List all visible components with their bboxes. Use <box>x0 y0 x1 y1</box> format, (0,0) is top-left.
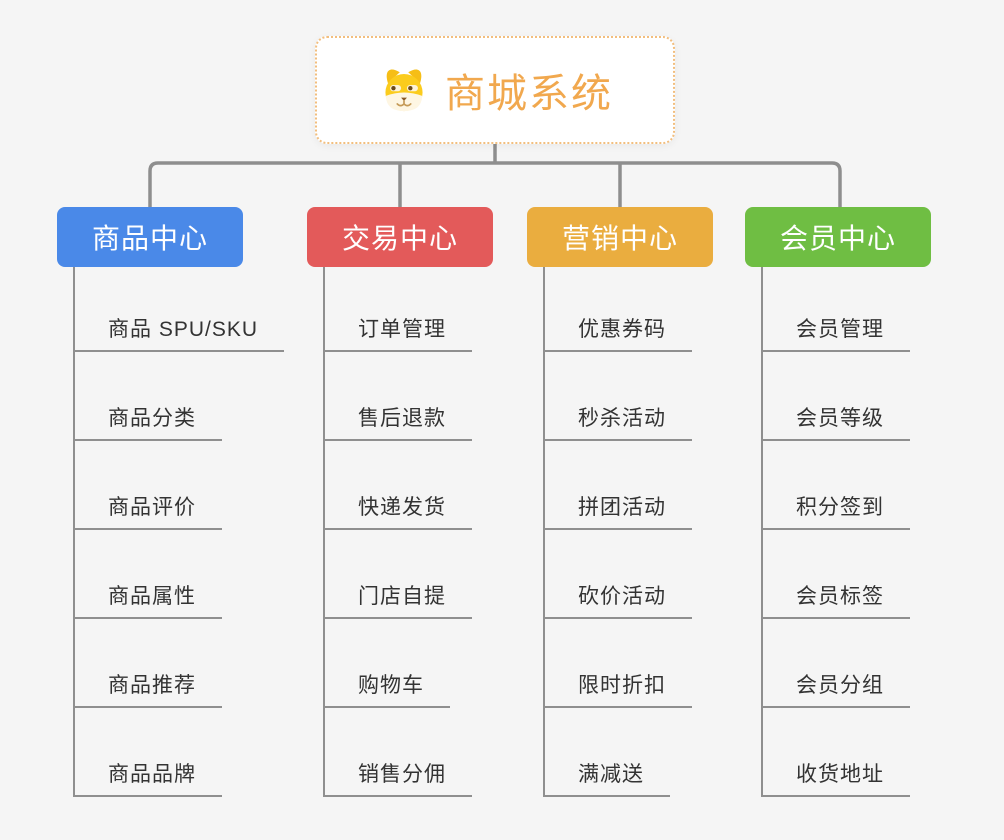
leaf-node[interactable]: 拼团活动 <box>545 441 692 530</box>
leaf-node[interactable]: 会员标签 <box>763 530 910 619</box>
leaf-node[interactable]: 商品推荐 <box>75 619 222 708</box>
leaf-node[interactable]: 售后退款 <box>325 352 472 441</box>
branch-label-member-center: 会员中心 <box>779 223 896 254</box>
leaf-node[interactable]: 满减送 <box>545 708 670 797</box>
leaf-node[interactable]: 限时折扣 <box>545 619 692 708</box>
branch-label-trade-center: 交易中心 <box>341 223 458 254</box>
leaf-node[interactable]: 商品分类 <box>75 352 222 441</box>
branch-node-trade-center[interactable]: 交易中心 <box>307 207 493 267</box>
leaf-node[interactable]: 收货地址 <box>763 708 910 797</box>
branch-items-marketing-center: 优惠券码 秒杀活动 拼团活动 砍价活动 限时折扣 满减送 <box>543 267 692 797</box>
leaf-node[interactable]: 订单管理 <box>325 267 472 352</box>
branch-node-marketing-center[interactable]: 营销中心 <box>527 207 713 267</box>
branch-label-product-center: 商品中心 <box>91 223 208 254</box>
leaf-node[interactable]: 会员分组 <box>763 619 910 708</box>
leaf-node[interactable]: 门店自提 <box>325 530 472 619</box>
root-node-mall-system[interactable]: 商城系统 <box>315 36 675 144</box>
leaf-node[interactable]: 商品品牌 <box>75 708 222 797</box>
dog-face-icon <box>385 69 423 112</box>
root-title: 商城系统 <box>445 72 613 116</box>
branch-label-marketing-center: 营销中心 <box>561 223 678 254</box>
branch-node-member-center[interactable]: 会员中心 <box>745 207 931 267</box>
leaf-node[interactable]: 商品评价 <box>75 441 222 530</box>
branch-node-product-center[interactable]: 商品中心 <box>57 207 243 267</box>
branch-items-member-center: 会员管理 会员等级 积分签到 会员标签 会员分组 收货地址 <box>761 267 910 797</box>
leaf-node[interactable]: 积分签到 <box>763 441 910 530</box>
branch-items-product-center: 商品 SPU/SKU 商品分类 商品评价 商品属性 商品推荐 商品品牌 <box>73 267 285 797</box>
leaf-node[interactable]: 砍价活动 <box>545 530 692 619</box>
leaf-node[interactable]: 购物车 <box>325 619 450 708</box>
leaf-node[interactable]: 会员管理 <box>763 267 910 352</box>
leaf-node[interactable]: 销售分佣 <box>325 708 472 797</box>
leaf-node[interactable]: 秒杀活动 <box>545 352 692 441</box>
leaf-node[interactable]: 商品属性 <box>75 530 222 619</box>
branch-items-trade-center: 订单管理 售后退款 快递发货 门店自提 购物车 销售分佣 <box>323 267 472 797</box>
leaf-node[interactable]: 会员等级 <box>763 352 910 441</box>
leaf-node[interactable]: 商品 SPU/SKU <box>75 267 285 352</box>
leaf-node[interactable]: 快递发货 <box>325 441 472 530</box>
leaf-node[interactable]: 优惠券码 <box>545 267 692 352</box>
